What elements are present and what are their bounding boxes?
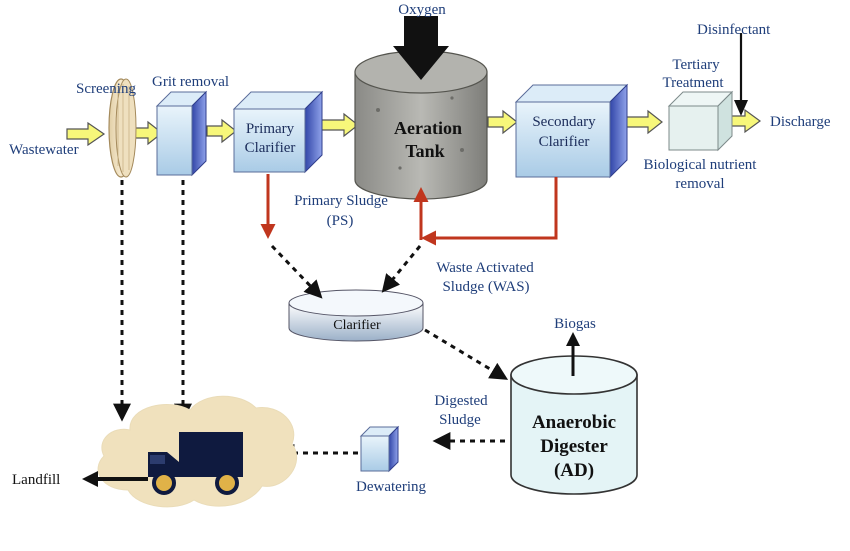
label-biogas: Biogas	[554, 316, 596, 332]
label-digested-sludge-line1: Digested	[434, 393, 488, 409]
label-tertiary-line2: Treatment	[662, 75, 724, 91]
label-secondary-clarifier-line1: Secondary	[532, 114, 596, 130]
label-was-line2: Sludge (WAS)	[442, 279, 529, 295]
flow-arrow-screening-to-grit	[133, 120, 163, 146]
landfill-arrow	[82, 471, 148, 487]
sludge-clarifier-unit	[288, 289, 424, 342]
label-wastewater: Wastewater	[9, 142, 79, 158]
oxygen-arrow	[393, 16, 449, 80]
dotted-ps-to-clarifier	[270, 244, 323, 299]
label-aeration-tank-line2: Tank	[405, 141, 444, 161]
primary-clarifier-unit	[232, 90, 324, 174]
flow-arrow-wastewater-to-screening	[66, 121, 106, 147]
flow-arrow-grit-to-primary	[206, 118, 237, 144]
flow-arrow-aeration-to-secondary	[487, 109, 518, 135]
label-was-line1: Waste Activated	[436, 260, 534, 276]
return-activated-sludge-line	[413, 177, 558, 246]
secondary-clarifier-unit	[514, 83, 629, 179]
dotted-was-to-clarifier	[381, 245, 422, 293]
screening-unit	[108, 78, 137, 178]
label-grit-removal: Grit removal	[152, 74, 229, 90]
label-tertiary-line1: Tertiary	[672, 57, 720, 73]
label-discharge: Discharge	[770, 114, 831, 130]
dotted-clarifier-to-digester	[424, 328, 509, 380]
label-bnr-line1: Biological nutrient	[644, 157, 758, 173]
label-dewatering: Dewatering	[356, 479, 426, 495]
label-oxygen: Oxygen	[398, 2, 446, 18]
anaerobic-digester-unit	[510, 355, 638, 495]
label-landfill: Landfill	[12, 472, 60, 488]
label-primary-clarifier-line1: Primary	[246, 121, 295, 137]
biogas-arrow	[566, 332, 580, 376]
disinfectant-arrow	[734, 33, 748, 116]
label-aeration-tank-line1: Aeration	[394, 118, 462, 138]
label-primary-clarifier-line2: Clarifier	[245, 140, 296, 156]
label-screening: Screening	[76, 81, 136, 97]
tertiary-treatment-unit	[667, 90, 734, 152]
label-digested-sludge-line2: Sludge	[439, 412, 481, 428]
label-primary-sludge-line2: (PS)	[327, 213, 354, 229]
label-disinfectant: Disinfectant	[697, 22, 771, 38]
flow-arrow-primary-to-aeration	[320, 112, 359, 138]
label-digester-line2: Digester	[540, 436, 608, 457]
dewatering-unit	[359, 425, 400, 473]
label-digester-line3: (AD)	[554, 460, 594, 481]
label-digester-line1: Anaerobic	[532, 412, 616, 433]
label-clarifier: Clarifier	[333, 318, 381, 333]
label-secondary-clarifier-line2: Clarifier	[539, 134, 590, 150]
truck-icon	[148, 432, 243, 495]
grit-removal-unit	[155, 90, 208, 177]
flow-arrow-secondary-to-tertiary	[625, 109, 663, 135]
label-primary-sludge-line1: Primary Sludge	[294, 193, 388, 209]
label-bnr-line2: removal	[675, 176, 724, 192]
